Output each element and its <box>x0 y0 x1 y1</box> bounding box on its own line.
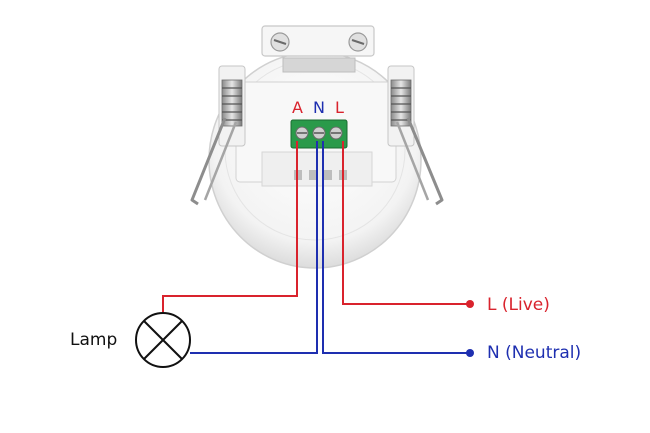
wires <box>162 141 474 357</box>
terminal-label-n: N <box>313 98 325 117</box>
terminal-label-a: A <box>292 98 303 117</box>
neutral-label: N (Neutral) <box>487 343 582 363</box>
wire-a-to-lamp <box>162 141 298 312</box>
lamp-label: Lamp <box>70 330 118 350</box>
mounting-tab <box>261 25 375 57</box>
left-spring-clip <box>190 79 243 206</box>
live-label: L (Live) <box>487 295 550 315</box>
wire-l-to-live <box>342 141 470 305</box>
lamp-symbol-icon <box>135 312 191 368</box>
live-terminal-dot <box>466 300 474 308</box>
neutral-terminal-dot <box>466 349 474 357</box>
wire-n-to-lamp <box>190 141 318 354</box>
wire-n-to-neutral <box>322 141 470 354</box>
terminal-label-l: L <box>335 98 344 117</box>
right-spring-clip <box>390 79 444 206</box>
terminal-block <box>290 119 348 149</box>
